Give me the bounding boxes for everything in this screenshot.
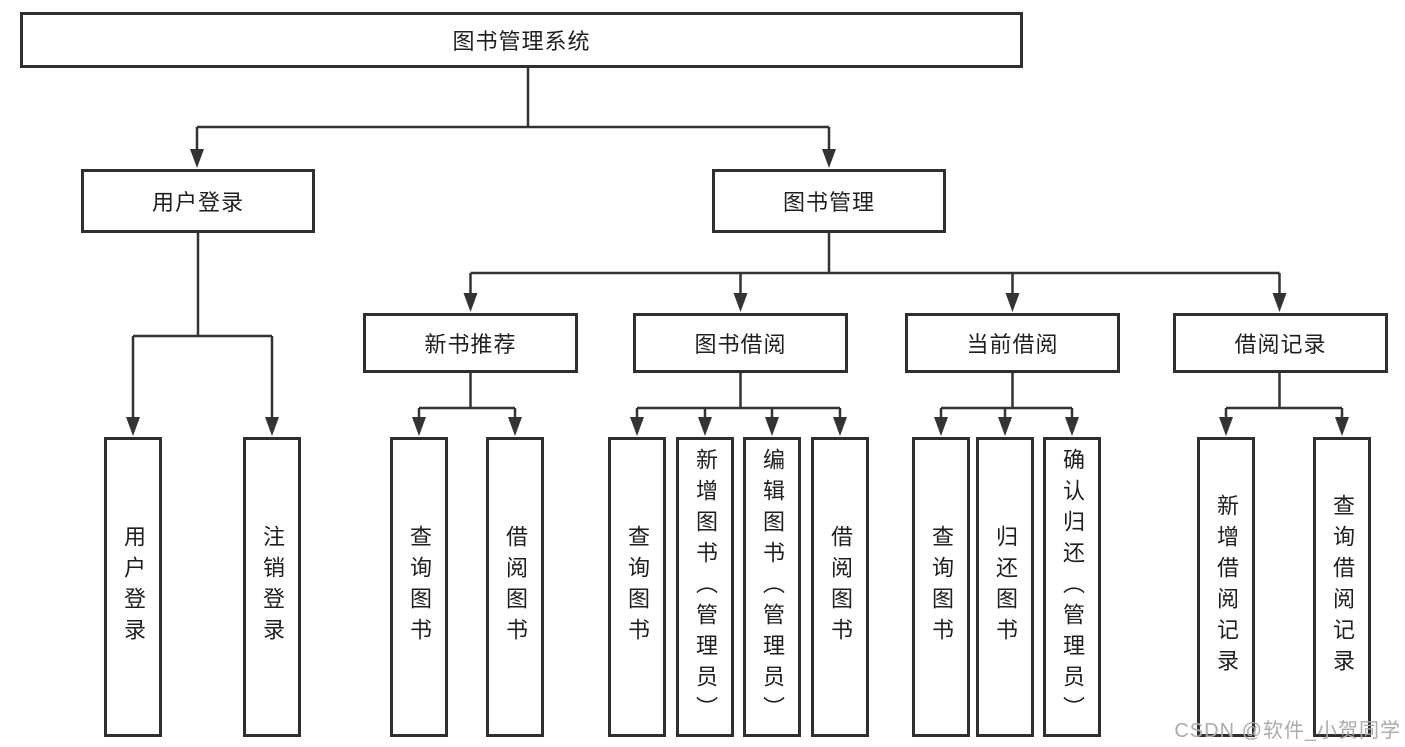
leaf-query-books-2: 查询图书 bbox=[608, 437, 666, 737]
node-root-system: 图书管理系统 bbox=[20, 12, 1023, 68]
leaf-label: 查询图书 bbox=[625, 525, 650, 649]
node-label: 借阅记录 bbox=[1234, 332, 1327, 357]
leaf-label: 查询图书 bbox=[929, 525, 954, 649]
leaf-query-books-3: 查询图书 bbox=[912, 437, 970, 737]
leaf-add-borrow-record: 新增借阅记录 bbox=[1197, 437, 1255, 737]
csdn-watermark: CSDN @软件_小贺同学 bbox=[1174, 720, 1401, 742]
node-label: 图书借阅 bbox=[694, 332, 787, 357]
leaf-add-book-admin: 新增图书（管理员） bbox=[676, 437, 734, 737]
arrowhead-icon bbox=[1219, 417, 1233, 436]
leaf-user-login: 用户登录 bbox=[104, 437, 162, 737]
connector-lines bbox=[131, 68, 1344, 417]
arrowhead-icon bbox=[265, 417, 279, 436]
leaf-label: 归还图书 bbox=[993, 525, 1018, 649]
leaf-query-borrow-record: 查询借阅记录 bbox=[1313, 437, 1371, 737]
arrowhead-icon bbox=[1272, 293, 1287, 312]
arrowhead-icon bbox=[1005, 293, 1020, 312]
arrowhead-icon bbox=[630, 417, 644, 436]
node-label: 当前借阅 bbox=[966, 332, 1059, 357]
leaf-label: 注销登录 bbox=[260, 525, 285, 649]
arrowhead-icon bbox=[190, 149, 204, 168]
node-current-borrow: 当前借阅 bbox=[905, 313, 1120, 373]
arrowhead-icon bbox=[934, 417, 948, 436]
leaf-label: 编辑图书（管理员） bbox=[760, 447, 785, 727]
node-borrow-records: 借阅记录 bbox=[1173, 313, 1388, 373]
arrowhead-icon bbox=[733, 293, 748, 312]
node-label: 新书推荐 bbox=[424, 332, 517, 357]
leaf-query-books-1: 查询图书 bbox=[390, 437, 448, 737]
connector-borrow-records-to-children bbox=[1224, 373, 1344, 417]
node-book-management: 图书管理 bbox=[712, 169, 946, 233]
arrowhead-icon bbox=[833, 417, 847, 436]
leaf-label: 查询借阅记录 bbox=[1330, 494, 1355, 680]
leaf-label: 查询图书 bbox=[407, 525, 432, 649]
node-label: 图书管理系统 bbox=[452, 29, 591, 54]
arrowhead-icon bbox=[765, 417, 779, 436]
arrowhead-icon bbox=[508, 417, 522, 436]
arrowhead-icon bbox=[126, 417, 140, 436]
leaf-label: 新增图书（管理员） bbox=[693, 447, 718, 727]
arrowhead-icon bbox=[1335, 417, 1349, 436]
connector-new-book-to-children bbox=[417, 373, 517, 417]
leaf-label: 用户登录 bbox=[121, 525, 146, 649]
leaf-label: 借阅图书 bbox=[828, 525, 853, 649]
connector-book-borrow-to-children bbox=[635, 373, 842, 417]
leaf-borrow-books-2: 借阅图书 bbox=[811, 437, 869, 737]
leaf-label: 新增借阅记录 bbox=[1214, 494, 1239, 680]
arrowhead-icon bbox=[463, 293, 478, 312]
arrowhead-icon bbox=[1065, 417, 1079, 436]
leaf-edit-book-admin: 编辑图书（管理员） bbox=[743, 437, 801, 737]
connector-book-management-to-sections bbox=[469, 233, 1281, 293]
connector-user-login-to-children bbox=[131, 233, 274, 417]
leaf-return-book: 归还图书 bbox=[976, 437, 1034, 737]
node-user-login: 用户登录 bbox=[81, 169, 315, 233]
leaf-borrow-books-1: 借阅图书 bbox=[486, 437, 544, 737]
node-label: 用户登录 bbox=[151, 190, 244, 215]
leaf-logout: 注销登录 bbox=[243, 437, 301, 737]
arrowhead-icon bbox=[412, 417, 426, 436]
leaf-label: 确认归还（管理员） bbox=[1060, 447, 1085, 727]
node-book-borrow: 图书借阅 bbox=[633, 313, 848, 373]
connector-current-borrow-to-children bbox=[939, 373, 1074, 417]
node-new-book-recommend: 新书推荐 bbox=[363, 313, 578, 373]
arrowheads bbox=[126, 149, 1349, 436]
leaf-label: 借阅图书 bbox=[503, 525, 528, 649]
leaf-confirm-return-admin: 确认归还（管理员） bbox=[1043, 437, 1101, 737]
arrowhead-icon bbox=[998, 417, 1012, 436]
connector-root-to-level2 bbox=[195, 68, 831, 149]
arrowhead-icon bbox=[698, 417, 712, 436]
node-label: 图书管理 bbox=[782, 190, 875, 215]
arrowhead-icon bbox=[822, 149, 836, 168]
